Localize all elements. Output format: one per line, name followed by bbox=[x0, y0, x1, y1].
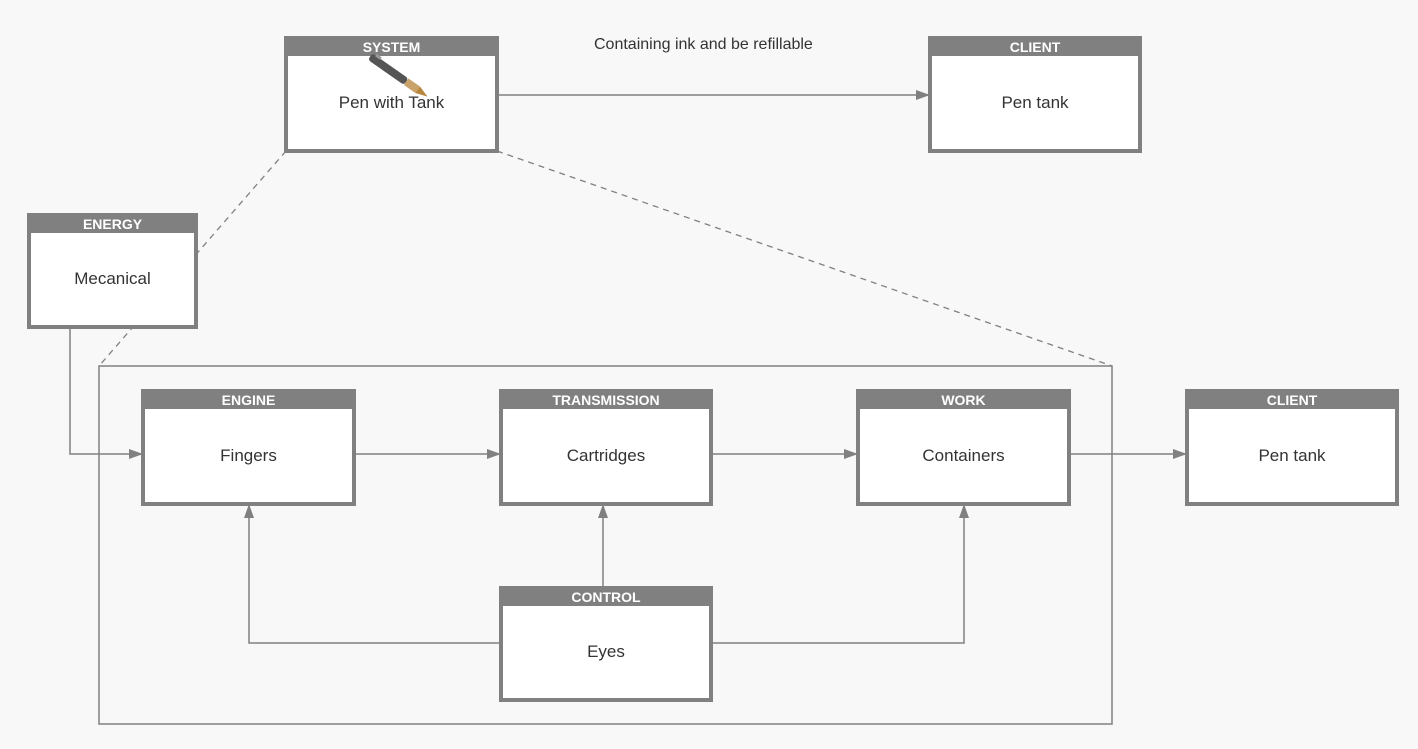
arrow-control-to-engine bbox=[244, 504, 500, 644]
node-client-right-header: CLIENT bbox=[1189, 389, 1395, 409]
dashed-line-left bbox=[98, 150, 287, 367]
node-energy-header: ENERGY bbox=[31, 213, 194, 233]
node-system-header: SYSTEM bbox=[288, 36, 495, 56]
node-client-top-header: CLIENT bbox=[932, 36, 1138, 56]
node-system[interactable]: SYSTEM Pen with Tank bbox=[284, 36, 499, 153]
node-transmission[interactable]: TRANSMISSION Cartridges bbox=[499, 389, 713, 506]
dashed-line-right bbox=[496, 150, 1113, 367]
node-transmission-header: TRANSMISSION bbox=[503, 389, 709, 409]
node-client-right-label: Pen tank bbox=[1258, 445, 1326, 465]
node-transmission-label: Cartridges bbox=[566, 445, 646, 465]
node-control-label: Eyes bbox=[587, 642, 625, 661]
node-control-header: CONTROL bbox=[503, 586, 709, 606]
pen-illustration-icon bbox=[369, 53, 428, 97]
node-client-right[interactable]: CLIENT Pen tank bbox=[1185, 389, 1399, 506]
node-work-label: Containers bbox=[922, 445, 1005, 465]
node-system-label: Pen with Tank bbox=[338, 92, 445, 112]
arrow-energy-to-engine bbox=[69, 328, 143, 459]
node-client-top[interactable]: CLIENT Pen tank bbox=[928, 36, 1142, 153]
node-work[interactable]: WORK Containers bbox=[856, 389, 1071, 506]
edge-label-system-client: Containing ink and be refillable bbox=[594, 36, 813, 53]
node-work-header: WORK bbox=[860, 389, 1067, 409]
arrow-control-to-work bbox=[712, 504, 969, 644]
node-client-top-label: Pen tank bbox=[1001, 92, 1069, 112]
node-energy[interactable]: ENERGY Mecanical bbox=[27, 213, 198, 329]
node-energy-label: Mecanical bbox=[74, 269, 151, 288]
node-engine-label: Fingers bbox=[220, 445, 277, 465]
node-control[interactable]: CONTROL Eyes bbox=[499, 586, 713, 702]
node-engine-header: ENGINE bbox=[145, 389, 352, 409]
node-engine[interactable]: ENGINE Fingers bbox=[141, 389, 356, 506]
system-boundary bbox=[98, 365, 1113, 725]
